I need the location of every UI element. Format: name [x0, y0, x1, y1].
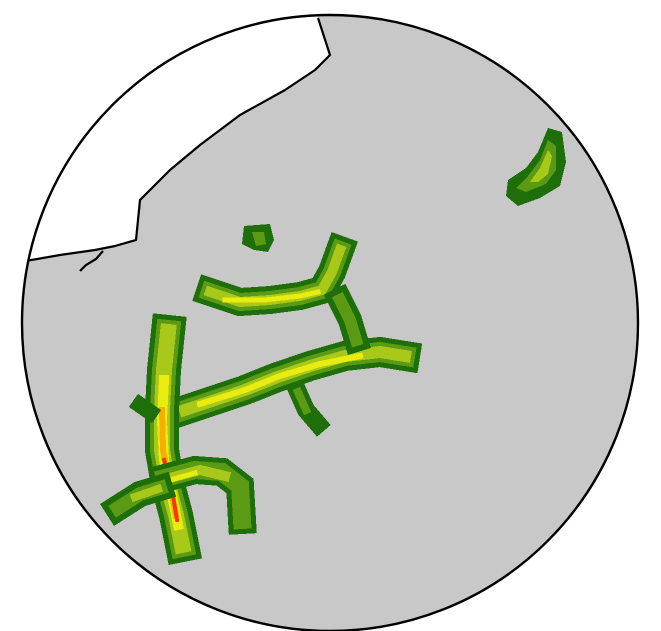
ridge-lower-left — [100, 313, 257, 566]
coastline — [22, 17, 332, 264]
ridge-lower-left-west-inner — [129, 483, 164, 503]
patch-east — [506, 128, 566, 206]
ridge-lower-left-branch-core — [166, 469, 199, 484]
patch-east-mid — [516, 140, 556, 192]
heat-overlay — [100, 128, 566, 566]
patch-north-core — [252, 232, 266, 246]
coastline-spur — [79, 250, 104, 272]
patch-east-core — [530, 150, 552, 182]
ridge-central — [166, 283, 423, 437]
ridge-upper-left-core — [222, 289, 321, 303]
ridge-central-connector-mid — [331, 291, 364, 348]
ridge-upper-left — [192, 232, 358, 317]
ridge-central-core — [196, 352, 364, 408]
ridge-central-spur-inner — [292, 386, 312, 416]
patch-north — [242, 224, 274, 252]
ridge-lower-left-knob — [128, 393, 162, 424]
map-border — [20, 13, 640, 631]
